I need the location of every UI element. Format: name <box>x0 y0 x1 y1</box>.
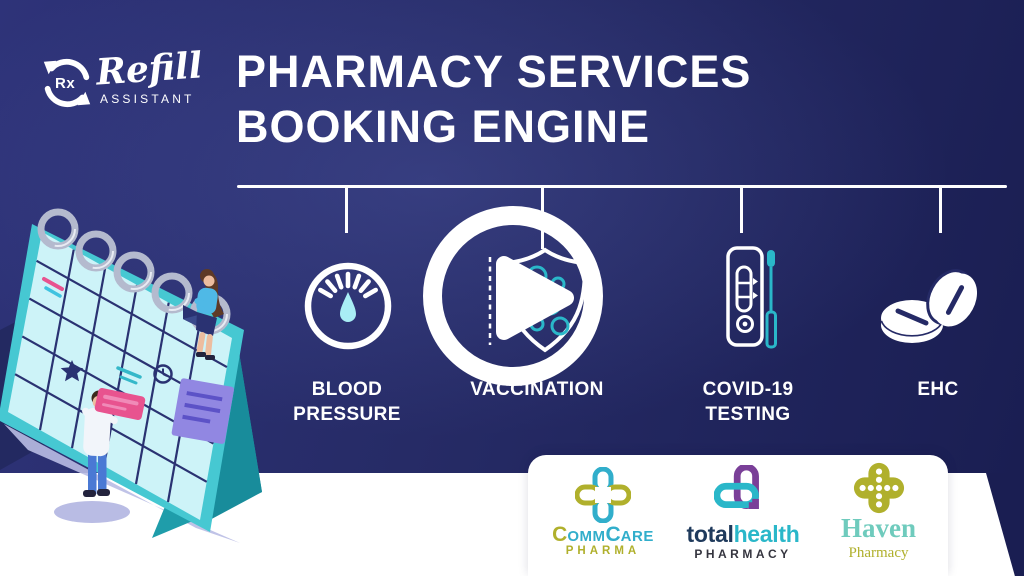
totalhealth-subtitle: PHARMACY <box>694 547 792 561</box>
play-button[interactable] <box>423 206 603 386</box>
title-line-1: PHARMACY SERVICES <box>236 46 752 97</box>
service-label-covid-testing: COVID-19 TESTING <box>658 377 838 427</box>
covid-test-kit-icon <box>726 246 777 349</box>
timeline-line <box>237 185 1007 188</box>
page-title: PHARMACY SERVICES BOOKING ENGINE <box>236 44 751 154</box>
commcare-p2: ARE <box>620 528 654 545</box>
commcare-cross-icon <box>575 467 631 523</box>
haven-name: Haven <box>840 513 916 543</box>
commcare-pharma-logo: COMMCARE PHARMA <box>528 455 678 576</box>
title-line-2: BOOKING ENGINE <box>236 101 651 152</box>
haven-pharmacy-logo: Haven Pharmacy <box>816 455 941 576</box>
brand-name-text: Refill <box>94 44 204 94</box>
commcare-c2: C <box>605 523 621 546</box>
totalhealth-name: totalhealth <box>668 521 818 548</box>
commcare-p1: OMM <box>567 528 606 545</box>
timeline-tick <box>939 187 942 233</box>
brand-rx-text: Rx <box>55 75 76 92</box>
refill-assistant-logo: Rx Refill ASSISTANT <box>38 44 238 120</box>
totalhealth-p1: total <box>686 521 734 547</box>
label-line: TESTING <box>705 404 791 425</box>
commcare-name: COMMCARE <box>528 523 678 547</box>
label-line: PRESSURE <box>293 404 401 425</box>
rx-refresh-icon <box>43 58 91 108</box>
commcare-c1: C <box>552 523 568 546</box>
totalhealth-cross-icon <box>714 465 759 509</box>
pills-icon <box>880 269 978 343</box>
corner-accent <box>986 473 1024 576</box>
service-label-blood-pressure: BLOOD PRESSURE <box>257 377 437 427</box>
blood-pressure-gauge-icon <box>304 262 392 350</box>
haven-subtitle: Pharmacy <box>848 545 909 561</box>
service-label-ehc: EHC <box>848 377 1024 402</box>
label-line: EHC <box>917 379 959 400</box>
totalhealth-pharmacy-logo: totalhealth PHARMACY <box>668 455 818 576</box>
haven-cross-icon <box>853 462 904 514</box>
partner-logos-card: COMMCARE PHARMA totalhealth PHARMACY <box>528 455 948 576</box>
commcare-subtitle: PHARMA <box>565 545 641 557</box>
totalhealth-p2: health <box>733 521 800 547</box>
timeline-tick <box>345 187 348 233</box>
brand-subtitle-text: ASSISTANT <box>100 92 195 106</box>
label-line: COVID-19 <box>702 379 794 400</box>
label-line: BLOOD <box>311 379 383 400</box>
swab-icon <box>765 250 777 349</box>
timeline-tick <box>740 187 743 233</box>
